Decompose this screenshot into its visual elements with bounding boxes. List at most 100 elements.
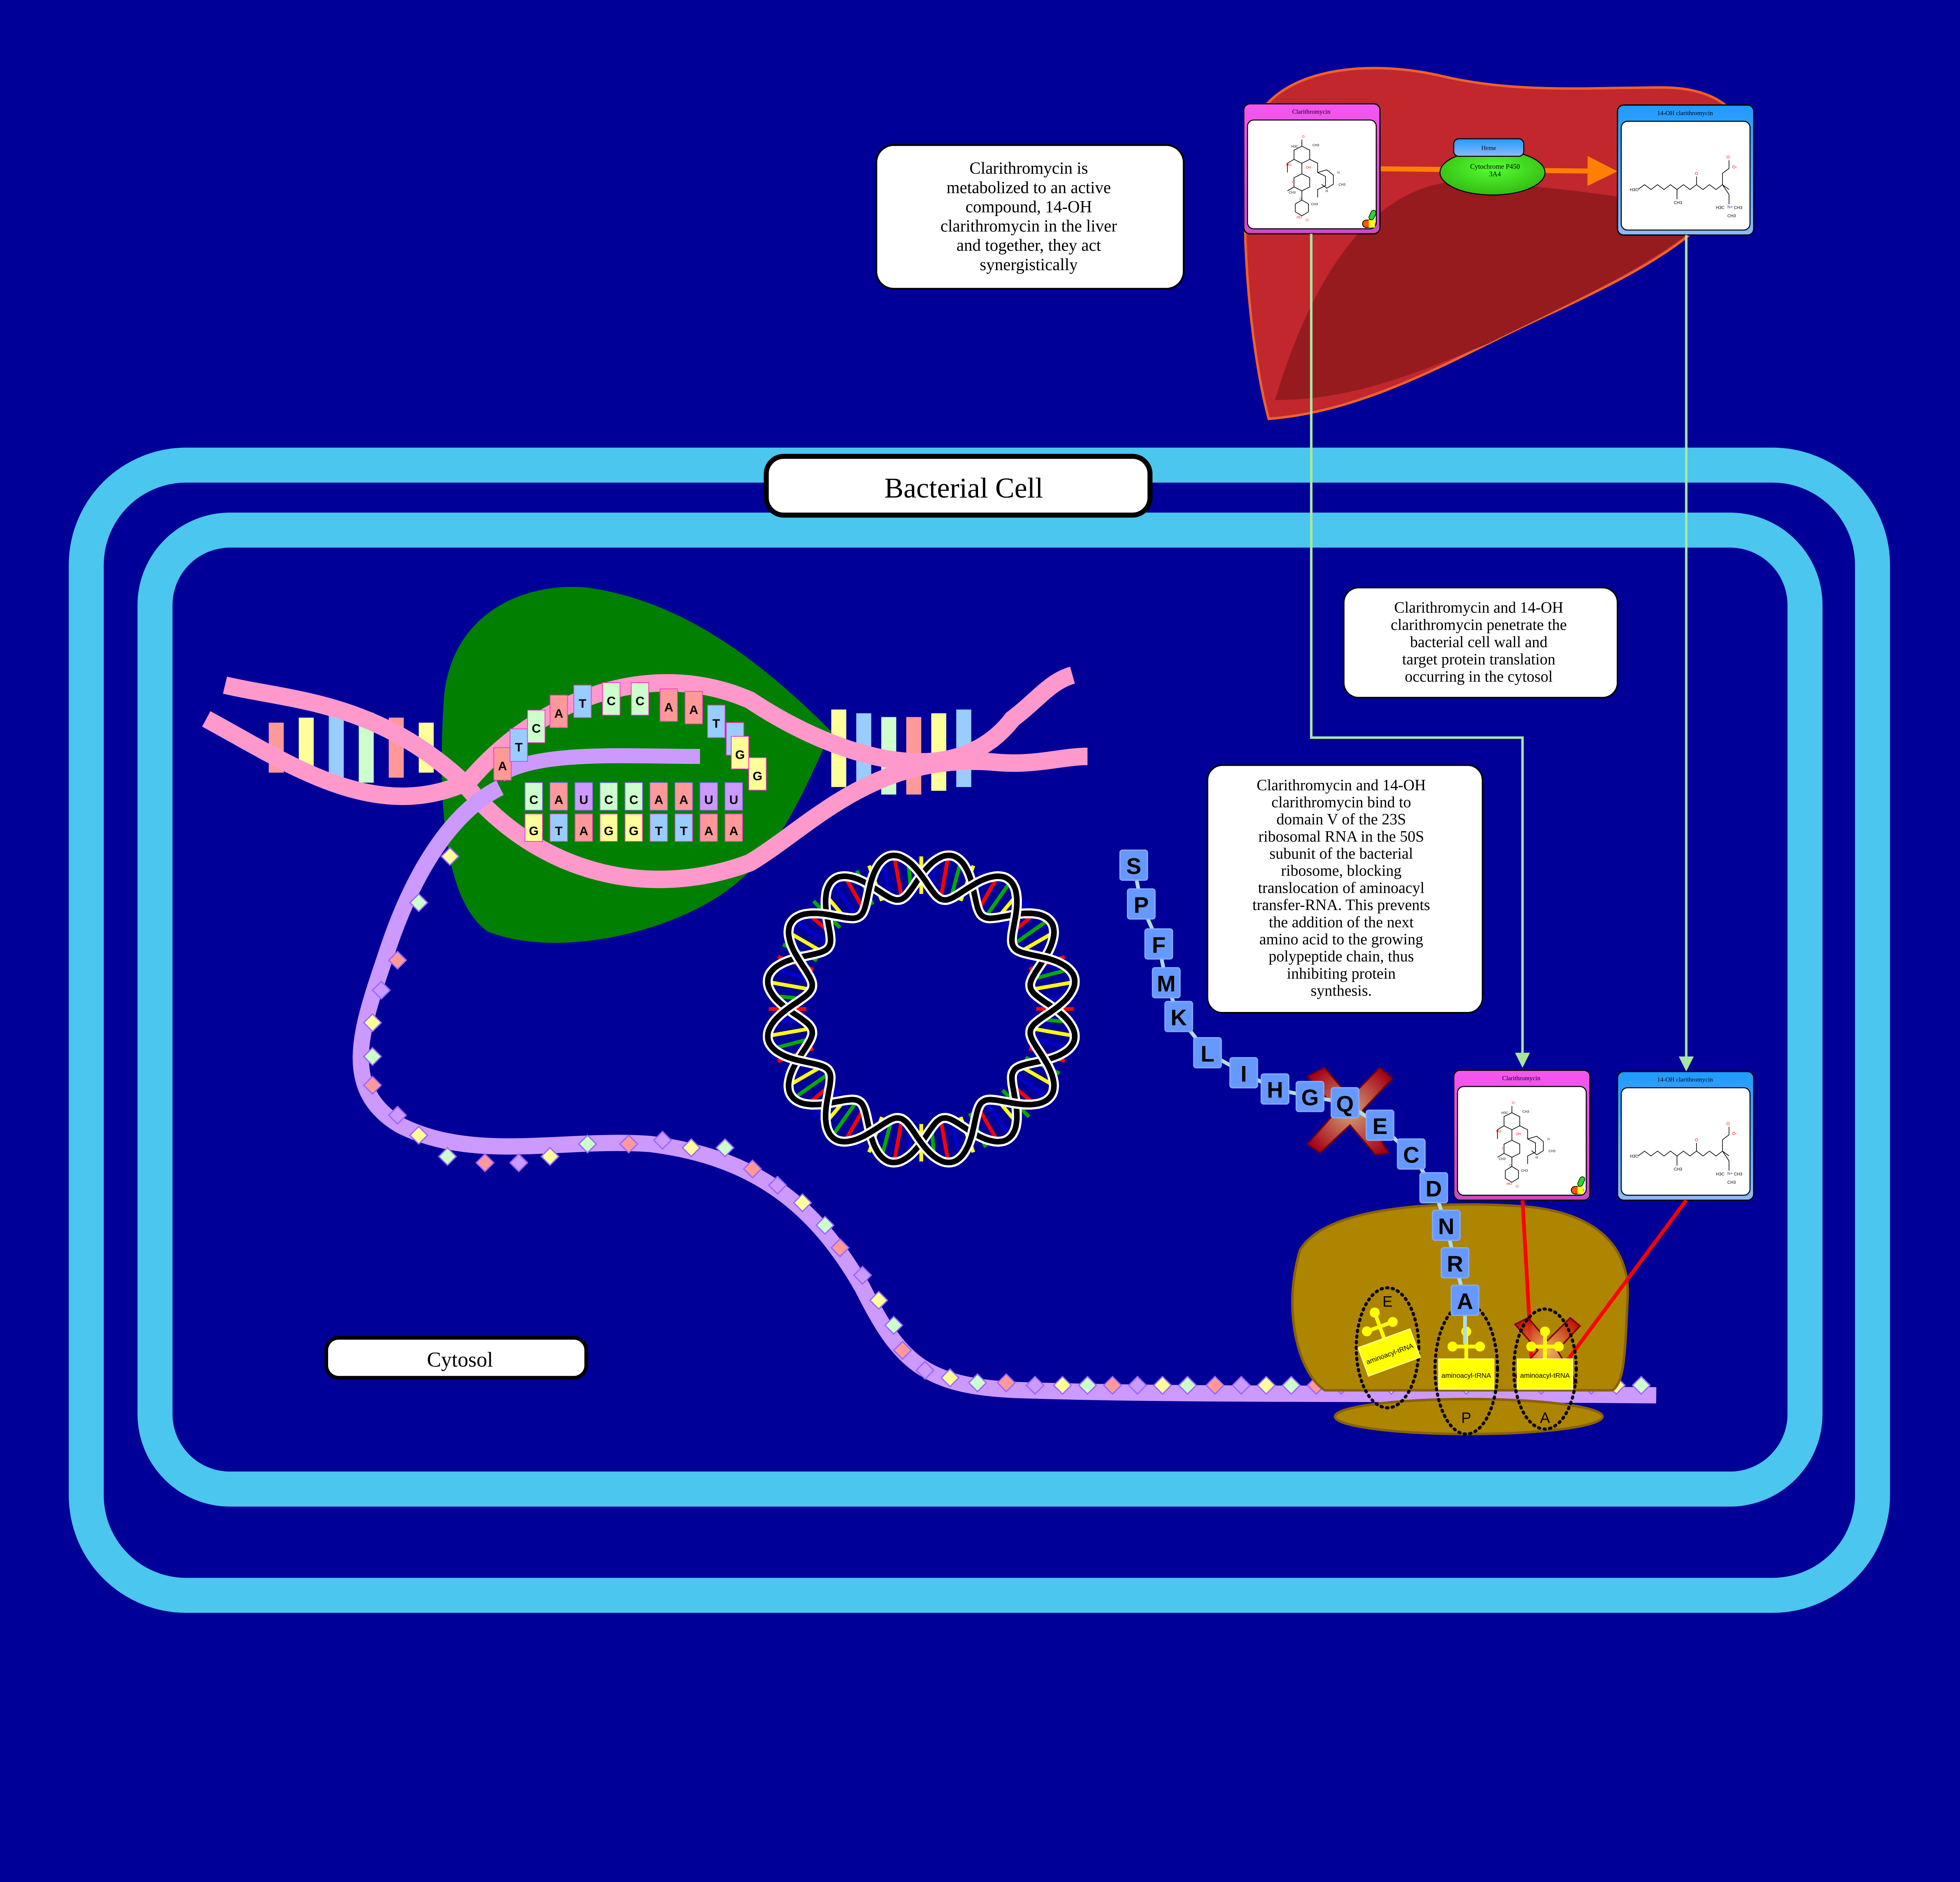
site-label: P <box>1461 1410 1472 1426</box>
mrna-nucleotide <box>1078 1375 1097 1395</box>
dna-double-helix: ATCATCCAATTGGGTAGGTTAACAUCCAAUU <box>202 667 1088 888</box>
note-line: translocation of aminoacyl <box>1258 879 1425 896</box>
rna-base: C <box>529 792 538 807</box>
atom-label: H3C <box>1630 1154 1639 1159</box>
dna-base: A <box>579 824 588 838</box>
mrna-nucleotide <box>743 1159 762 1179</box>
card-title: Clarithromycin <box>1292 109 1330 115</box>
note-line: Clarithromycin is <box>969 159 1088 178</box>
plasmid-base-pair <box>843 876 866 910</box>
amino-acid-letter: S <box>1126 854 1141 879</box>
note-line: occurring in the cytosol <box>1405 668 1553 685</box>
atom-label: CH3 <box>1674 1167 1682 1172</box>
mrna-nucleotide <box>1025 1375 1045 1395</box>
plasmid-base-pair <box>977 1108 999 1142</box>
mrna-nucleotide <box>372 980 391 1000</box>
amino-acid <box>1365 1110 1395 1141</box>
dna-base: T <box>579 696 586 710</box>
mrna-strand <box>352 780 1657 1404</box>
mrna-nucleotide <box>996 1373 1016 1393</box>
atom-label: N <box>1547 1137 1550 1141</box>
atom-label: H3C <box>1630 188 1639 193</box>
plasmid-base-pair <box>773 1037 811 1050</box>
note-line: ribosomal RNA in the 50S <box>1258 827 1424 845</box>
mrna-nucleotide <box>1205 1375 1225 1395</box>
atom-label: H3C <box>1716 205 1725 210</box>
atom-label: O <box>1299 197 1302 201</box>
base-pair <box>328 712 344 783</box>
plasmid-base-pair <box>893 1122 903 1160</box>
amino-acid <box>1296 1081 1325 1112</box>
note-line: inhibiting protein <box>1287 965 1396 982</box>
plasmid-base-pair <box>1020 1065 1054 1087</box>
diagram-canvas: Cytochrome P450 3A4 Heme Clarithromycin … <box>69 67 1890 1613</box>
dna-base: T <box>555 824 563 838</box>
site-label: E <box>1383 1293 1393 1310</box>
plasmid-base-pair <box>977 876 999 910</box>
aminoacyl-trna: aminoacyl-tRNA <box>1438 1326 1495 1390</box>
atom-label: H <box>1325 189 1328 193</box>
dna-base: C <box>607 694 616 708</box>
plasmid <box>762 850 1080 1168</box>
bacterial-cell-title: Bacterial Cell <box>884 472 1043 504</box>
mrna-nucleotide <box>1281 1375 1301 1395</box>
plasmid-base-pair <box>880 861 893 899</box>
plasmid-base-pair <box>949 861 963 899</box>
atom-label: CH3 <box>1311 202 1318 206</box>
amino-acid-letter: C <box>1403 1143 1419 1168</box>
dna-base: A <box>498 759 507 773</box>
card-title: Clarithromycin <box>1502 1075 1540 1082</box>
plasmid-base-pair <box>1020 931 1054 953</box>
plasmid-base-pair <box>832 883 857 916</box>
mrna-nucleotide <box>940 1368 960 1388</box>
atom-label: O <box>1726 1122 1730 1126</box>
plasmid-base-pair <box>939 858 950 896</box>
dna-base: G <box>735 748 745 762</box>
atom-label: CH3 <box>1521 1169 1528 1173</box>
amino-acid-letter: R <box>1447 1252 1463 1277</box>
atom-label: CH3 <box>1289 190 1296 194</box>
atom-label: O <box>1292 180 1295 184</box>
dna-base: G <box>604 824 614 838</box>
atom-label: O <box>1516 1184 1519 1188</box>
mrna-nucleotide <box>1152 1375 1172 1395</box>
atom-label: N+ <box>1728 205 1733 210</box>
dna-base: T <box>680 824 688 838</box>
plasmid-base-pair <box>985 1102 1011 1135</box>
aminoacyl-trna: aminoacyl-tRNA <box>1517 1326 1573 1390</box>
amino-acid <box>1330 1087 1359 1119</box>
amino-acid <box>1127 888 1156 920</box>
note-line: and together, they act <box>956 236 1101 255</box>
dna-base: A <box>554 706 563 720</box>
mrna-nucleotide <box>1256 1375 1276 1395</box>
rna-base: C <box>629 792 638 807</box>
ribosome-site-E <box>1354 1286 1421 1410</box>
plasmid-base-pair <box>1032 1037 1069 1050</box>
dna-strand-top <box>202 667 1075 805</box>
atom-label: CH3 <box>1734 1172 1742 1177</box>
ribosome-site-P <box>1433 1302 1499 1436</box>
note-line: bacterial cell wall and <box>1410 633 1548 651</box>
atom-label: O <box>1302 134 1305 138</box>
dna-base: G <box>753 769 762 783</box>
mrna-nucleotide <box>968 1373 987 1393</box>
plasmid-base-pair <box>1034 1027 1072 1037</box>
mrna-nucleotide <box>1053 1375 1073 1395</box>
amino-acid-letter: I <box>1241 1061 1247 1086</box>
mrna-nucleotide <box>388 1105 407 1125</box>
atom-label: O <box>1695 171 1698 176</box>
atom-label: HO <box>1297 215 1302 219</box>
plasmid-base-pair <box>795 1073 828 1098</box>
amino-acid <box>1152 967 1181 999</box>
trna-label: aminoacyl-tRNA <box>1520 1372 1570 1379</box>
ribosome-sites: Eaminoacyl-tRNAPaminoacyl-tRNAAaminoacyl… <box>1354 1286 1578 1436</box>
